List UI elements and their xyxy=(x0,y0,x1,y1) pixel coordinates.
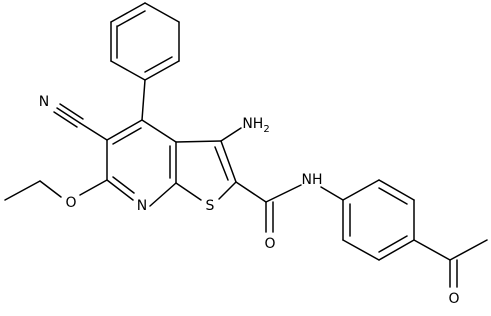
bond xyxy=(106,179,134,201)
bond xyxy=(110,2,146,23)
bond xyxy=(175,140,222,143)
bond xyxy=(175,182,202,201)
bond xyxy=(106,119,143,141)
bond xyxy=(220,140,237,183)
bond xyxy=(79,179,108,196)
bonds xyxy=(4,2,488,288)
bond xyxy=(112,127,142,145)
bond xyxy=(342,179,380,201)
bond xyxy=(320,186,344,201)
bond xyxy=(144,60,180,81)
atom-labels: N NH2 N S O O NH O xyxy=(39,94,460,307)
bond xyxy=(144,56,173,73)
bond xyxy=(235,181,267,203)
bond xyxy=(141,79,146,121)
bond xyxy=(342,239,380,261)
amide-nh-label: NH xyxy=(302,172,323,188)
bond xyxy=(56,107,81,124)
bond xyxy=(53,111,78,128)
bond xyxy=(413,239,451,261)
bond xyxy=(141,119,177,143)
amino-label-main: NH xyxy=(242,116,263,132)
acetyl-oxygen-label: O xyxy=(448,291,459,307)
ether-oxygen-label: O xyxy=(65,195,76,211)
bond xyxy=(378,179,415,201)
bond xyxy=(378,235,408,253)
bond xyxy=(449,239,488,261)
pyridine-nitrogen-label: N xyxy=(137,198,147,214)
bond xyxy=(110,60,146,81)
bond xyxy=(117,10,146,27)
bond xyxy=(39,180,62,198)
bond xyxy=(144,2,180,23)
bond xyxy=(59,103,84,120)
nitrile-nitrogen-label: N xyxy=(39,94,49,110)
bond xyxy=(4,180,41,201)
bond xyxy=(79,122,108,141)
bond xyxy=(218,181,237,200)
bond xyxy=(265,184,302,203)
amide-oxygen-label: O xyxy=(264,236,275,252)
amino-group-label: NH2 xyxy=(242,116,269,135)
bond xyxy=(214,146,229,181)
bond xyxy=(378,187,408,205)
bond xyxy=(112,176,135,194)
bond xyxy=(378,239,415,261)
amino-label-subscript: 2 xyxy=(263,124,269,135)
bond xyxy=(149,182,177,207)
thiophene-sulfur-label: S xyxy=(206,198,215,214)
bond xyxy=(220,127,242,142)
